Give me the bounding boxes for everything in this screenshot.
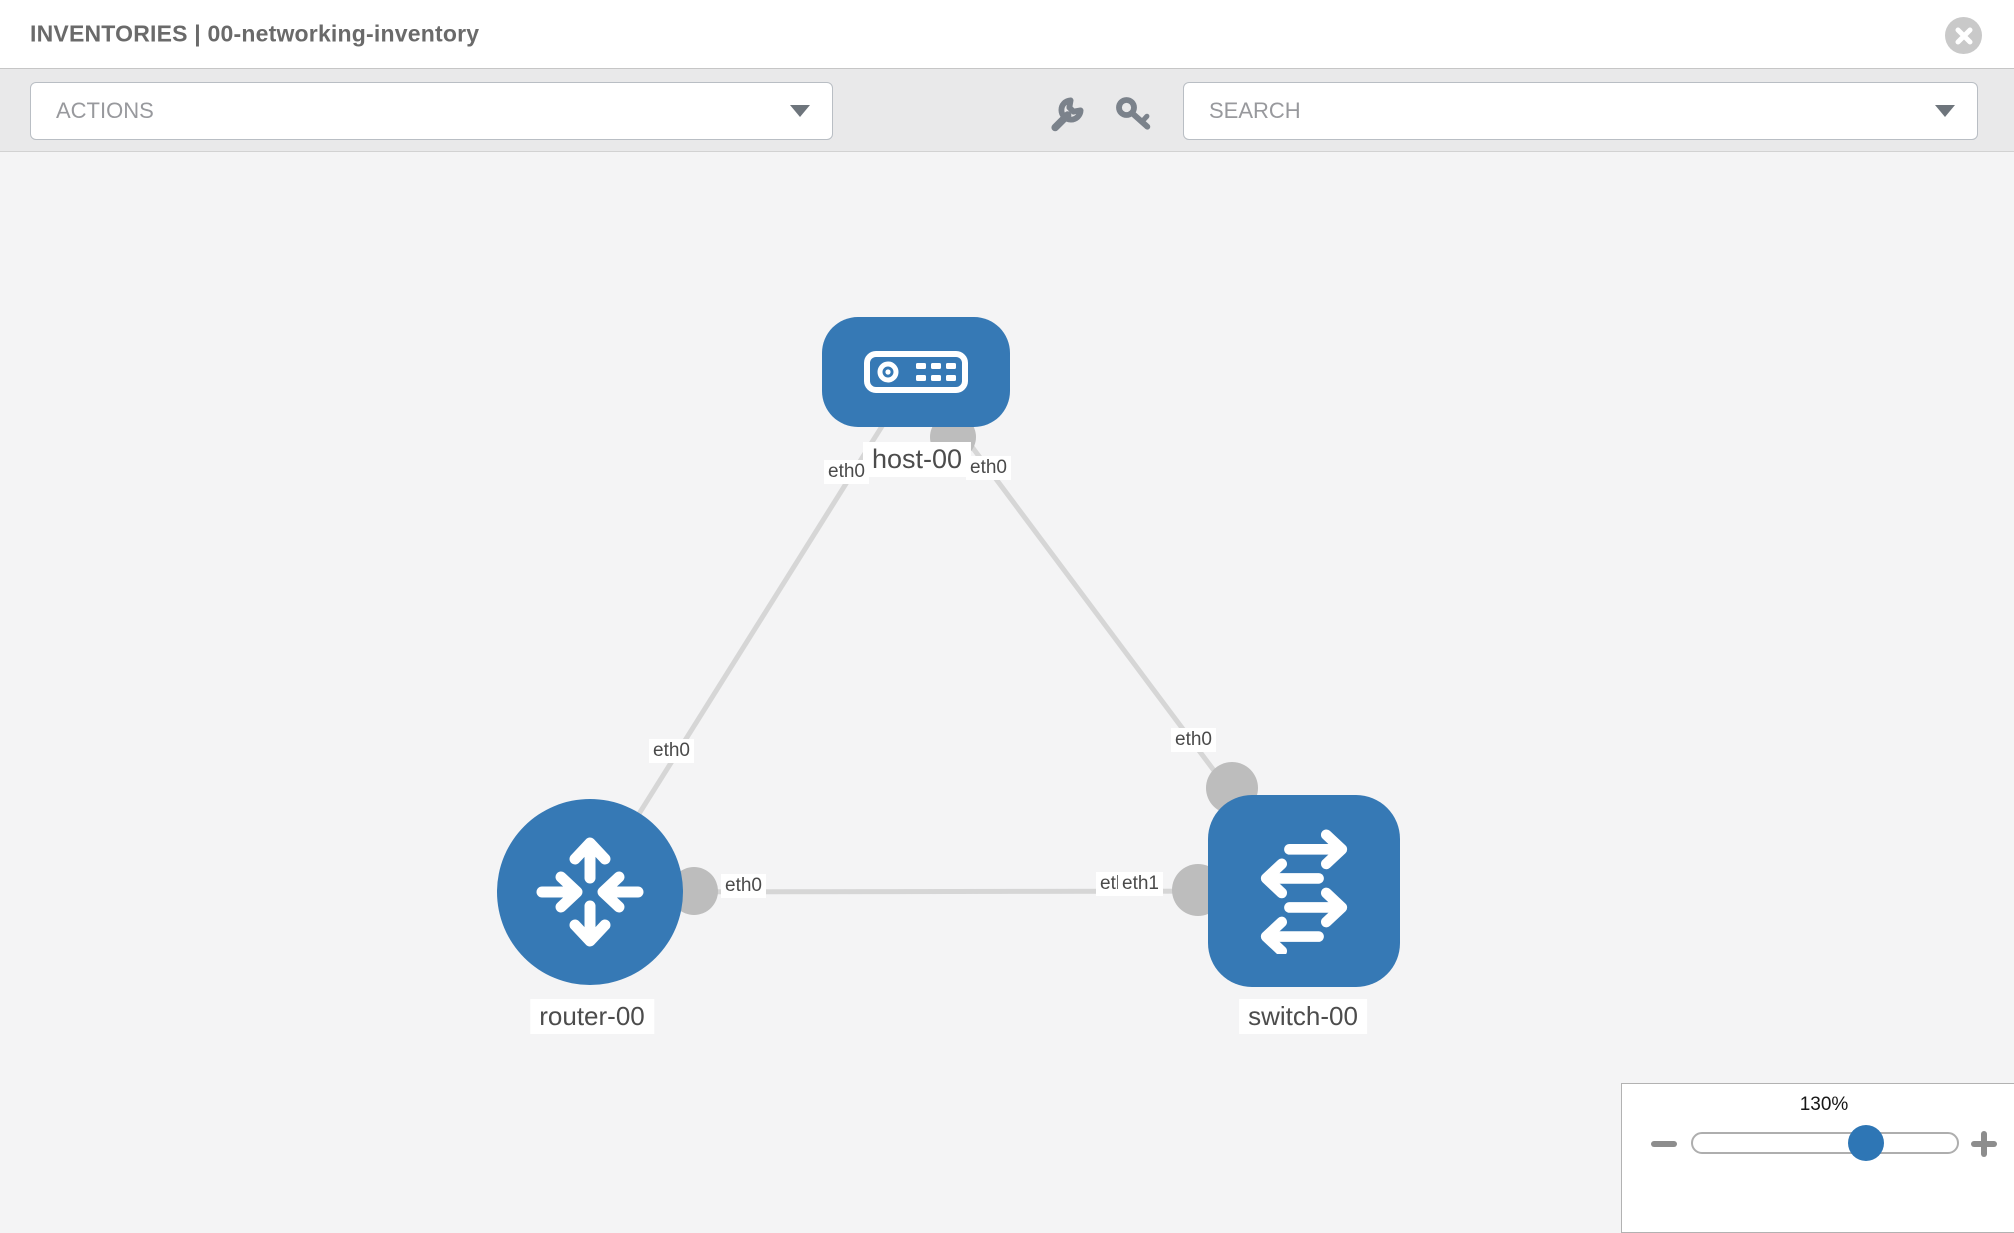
credentials-button[interactable] bbox=[1110, 91, 1158, 139]
plus-icon bbox=[1981, 1131, 1987, 1157]
interface-label-eth0: eth0 bbox=[966, 456, 1011, 480]
wrench-icon bbox=[1051, 97, 1084, 132]
zoom-out-button[interactable] bbox=[1644, 1127, 1684, 1161]
zoom-control-panel: 130% bbox=[1621, 1083, 2014, 1233]
toolbar: ACTIONS SEARCH bbox=[0, 69, 2014, 152]
search-dropdown-label: SEARCH bbox=[1209, 98, 1301, 123]
chevron-down-icon bbox=[790, 105, 810, 117]
topology-links-layer bbox=[587, 370, 1307, 916]
close-icon bbox=[1955, 27, 1972, 44]
link-host-router[interactable] bbox=[587, 370, 919, 894]
node-label-switch-00: switch-00 bbox=[1239, 999, 1367, 1034]
node-host-00[interactable] bbox=[822, 317, 1010, 427]
page-title: INVENTORIES | 00-networking-inventory bbox=[30, 20, 480, 47]
node-router-00[interactable] bbox=[497, 799, 683, 985]
minus-icon bbox=[1651, 1141, 1677, 1147]
zoom-in-button[interactable] bbox=[1964, 1127, 2004, 1161]
switch-icon bbox=[1260, 829, 1348, 954]
interface-label-eth0: eth0 bbox=[721, 874, 766, 898]
node-label-router-00: router-00 bbox=[530, 999, 654, 1034]
interface-label-eth0: eth0 bbox=[1171, 728, 1216, 752]
search-dropdown[interactable]: SEARCH bbox=[1183, 82, 1978, 140]
panel-header: INVENTORIES | 00-networking-inventory bbox=[0, 0, 2014, 69]
zoom-slider[interactable] bbox=[1691, 1125, 1959, 1161]
node-switch-00[interactable] bbox=[1208, 795, 1400, 987]
host-icon bbox=[864, 351, 968, 393]
chevron-down-icon bbox=[1935, 105, 1955, 117]
zoom-level-value: 130% bbox=[1799, 1094, 1849, 1115]
node-label-host-00: host-00 bbox=[862, 442, 972, 477]
configure-button[interactable] bbox=[1042, 91, 1090, 139]
topology-canvas[interactable]: host-00 router-00 switch-00 eth0 eth0 et… bbox=[0, 153, 2014, 1233]
close-button[interactable] bbox=[1945, 17, 1982, 54]
interface-label-eth0: eth0 bbox=[824, 460, 869, 484]
actions-dropdown-label: ACTIONS bbox=[56, 98, 154, 123]
interface-label-eth1: eth1 bbox=[1118, 872, 1163, 896]
key-icon bbox=[1116, 97, 1151, 130]
zoom-slider-thumb[interactable] bbox=[1848, 1125, 1884, 1161]
interface-label-eth0: eth0 bbox=[649, 739, 694, 763]
actions-dropdown[interactable]: ACTIONS bbox=[30, 82, 833, 140]
router-icon bbox=[536, 837, 644, 947]
